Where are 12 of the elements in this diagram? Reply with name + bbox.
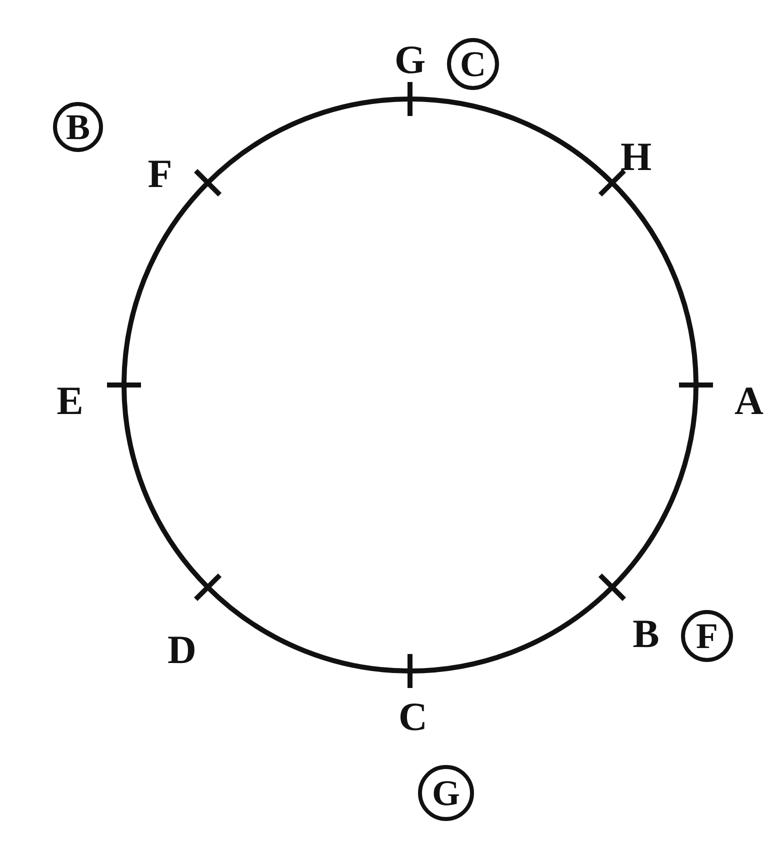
circled-letter: B (53, 102, 103, 152)
circled-letter: C (447, 38, 499, 90)
point-label: B (632, 614, 660, 654)
point-label: F (148, 154, 172, 194)
circled-letter: F (681, 610, 733, 662)
point-label: C (398, 697, 428, 737)
circled-letter: G (418, 765, 474, 821)
point-label: D (168, 630, 196, 670)
point-label: H (620, 137, 652, 177)
point-label: A (734, 381, 764, 421)
point-label: E (56, 381, 84, 421)
point-label: G (394, 40, 426, 80)
